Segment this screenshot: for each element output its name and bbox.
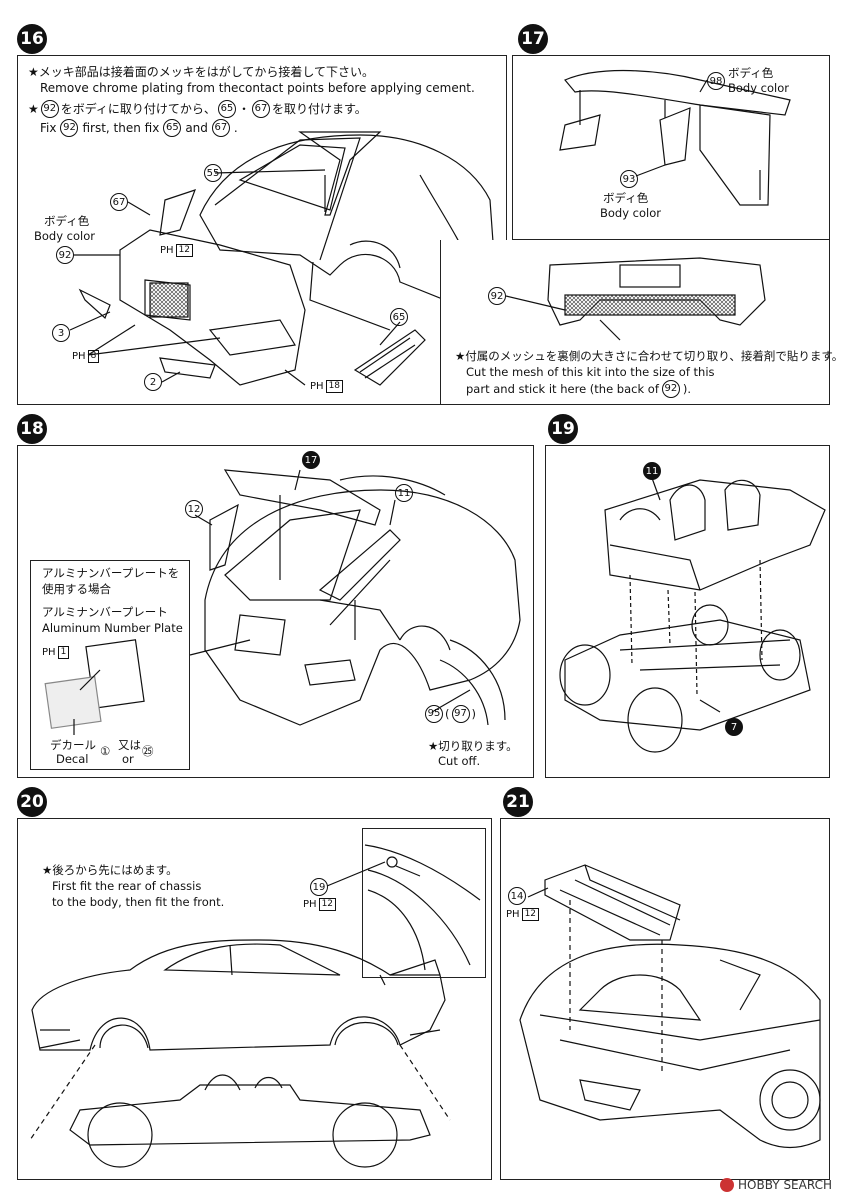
step-17-body-color-en-2: Body color (600, 206, 662, 220)
step-16-badge: 16 (17, 24, 47, 54)
step-21-panel (500, 818, 830, 1180)
part-95-97-label: 95(97) (425, 705, 476, 723)
step-20-note-en1: First fit the rear of chassis (52, 879, 202, 893)
part-3-label: 3 (52, 324, 70, 342)
step-16-body-color-jp: ボディ色 (44, 214, 90, 228)
part-67-label: 67 (110, 193, 128, 211)
step-20-note-jp: ★後ろから先にはめます。 (42, 863, 178, 877)
decal-or-en: or (122, 752, 134, 766)
decal-num-25: ㉕ (142, 744, 154, 758)
part-14-label: 14 (508, 887, 526, 905)
plate-note-jp1: アルミナンバープレートを (42, 566, 180, 580)
step-19-panel (545, 445, 830, 778)
cut-off-en: Cut off. (438, 754, 481, 768)
decal-num-1: ① (100, 744, 111, 758)
step-17-body-color-jp-2: ボディ色 (603, 191, 649, 205)
part-92-ref: 92 (40, 100, 59, 118)
part-65-ref: 65 (217, 100, 236, 118)
step-18-badge: 18 (17, 414, 47, 444)
part-65-label: 65 (390, 308, 408, 326)
decal-or-jp: 又は (118, 738, 141, 752)
step-20-badge: 20 (17, 787, 47, 817)
plate-note-jp2: 使用する場合 (42, 582, 111, 596)
part-92-label: 92 (56, 246, 74, 264)
part-98-label: 98 (707, 72, 725, 90)
cut-off-jp: ★切り取ります。 (428, 739, 518, 753)
part-55-label: 55 (204, 164, 222, 182)
step-19-badge: 19 (548, 414, 578, 444)
step-17-body-color-en-1: Body color (728, 81, 790, 95)
step-17-body-color-jp-1: ボディ色 (728, 66, 774, 80)
part-93-label: 93 (620, 170, 638, 188)
part-67-ref: 67 (251, 100, 270, 118)
hobby-search-watermark: HOBBY SEARCH (720, 1178, 832, 1192)
decal-jp: デカール (50, 738, 96, 752)
part-92-mesh-label: 92 (488, 287, 506, 305)
plate-note-jp3: アルミナンバープレート (42, 605, 168, 619)
part-11-label: 11 (395, 484, 413, 502)
decal-en: Decal (56, 752, 89, 766)
step-17-note-jp: ★付属のメッシュを裏側の大きさに合わせて切り取り、接着剤で貼ります。 (455, 349, 844, 363)
step-16-note1-jp: ★メッキ部品は接着面のメッキをはがしてから接着して下さい。 (28, 65, 375, 79)
step-17-note-en1: Cut the mesh of this kit into the size o… (466, 365, 715, 379)
step-16-note2-jp: ★92 をボディに取り付けてから、 65・ 67 を取り付けます。 (28, 100, 367, 118)
part-2-label: 2 (144, 373, 162, 391)
step-16-note2-en: Fix 92 first, then fix 65 and 67 . (40, 119, 238, 137)
step-16-body-color-en: Body color (34, 229, 96, 243)
step-20-inset-panel (362, 828, 486, 978)
step-16-note1-en: Remove chrome plating from thecontact po… (40, 81, 475, 95)
plate-note-en: Aluminum Number Plate (42, 621, 183, 635)
part-7-label: 7 (725, 718, 743, 736)
step-17-badge: 17 (518, 24, 548, 54)
part-11-chassis-label: 11 (643, 462, 661, 480)
step-21-badge: 21 (503, 787, 533, 817)
step-20-note-en2: to the body, then fit the front. (52, 895, 225, 909)
part-19-label: 19 (310, 878, 328, 896)
hobby-search-logo-icon (720, 1178, 735, 1192)
part-17-label: 17 (302, 451, 320, 469)
part-12-label: 12 (185, 500, 203, 518)
